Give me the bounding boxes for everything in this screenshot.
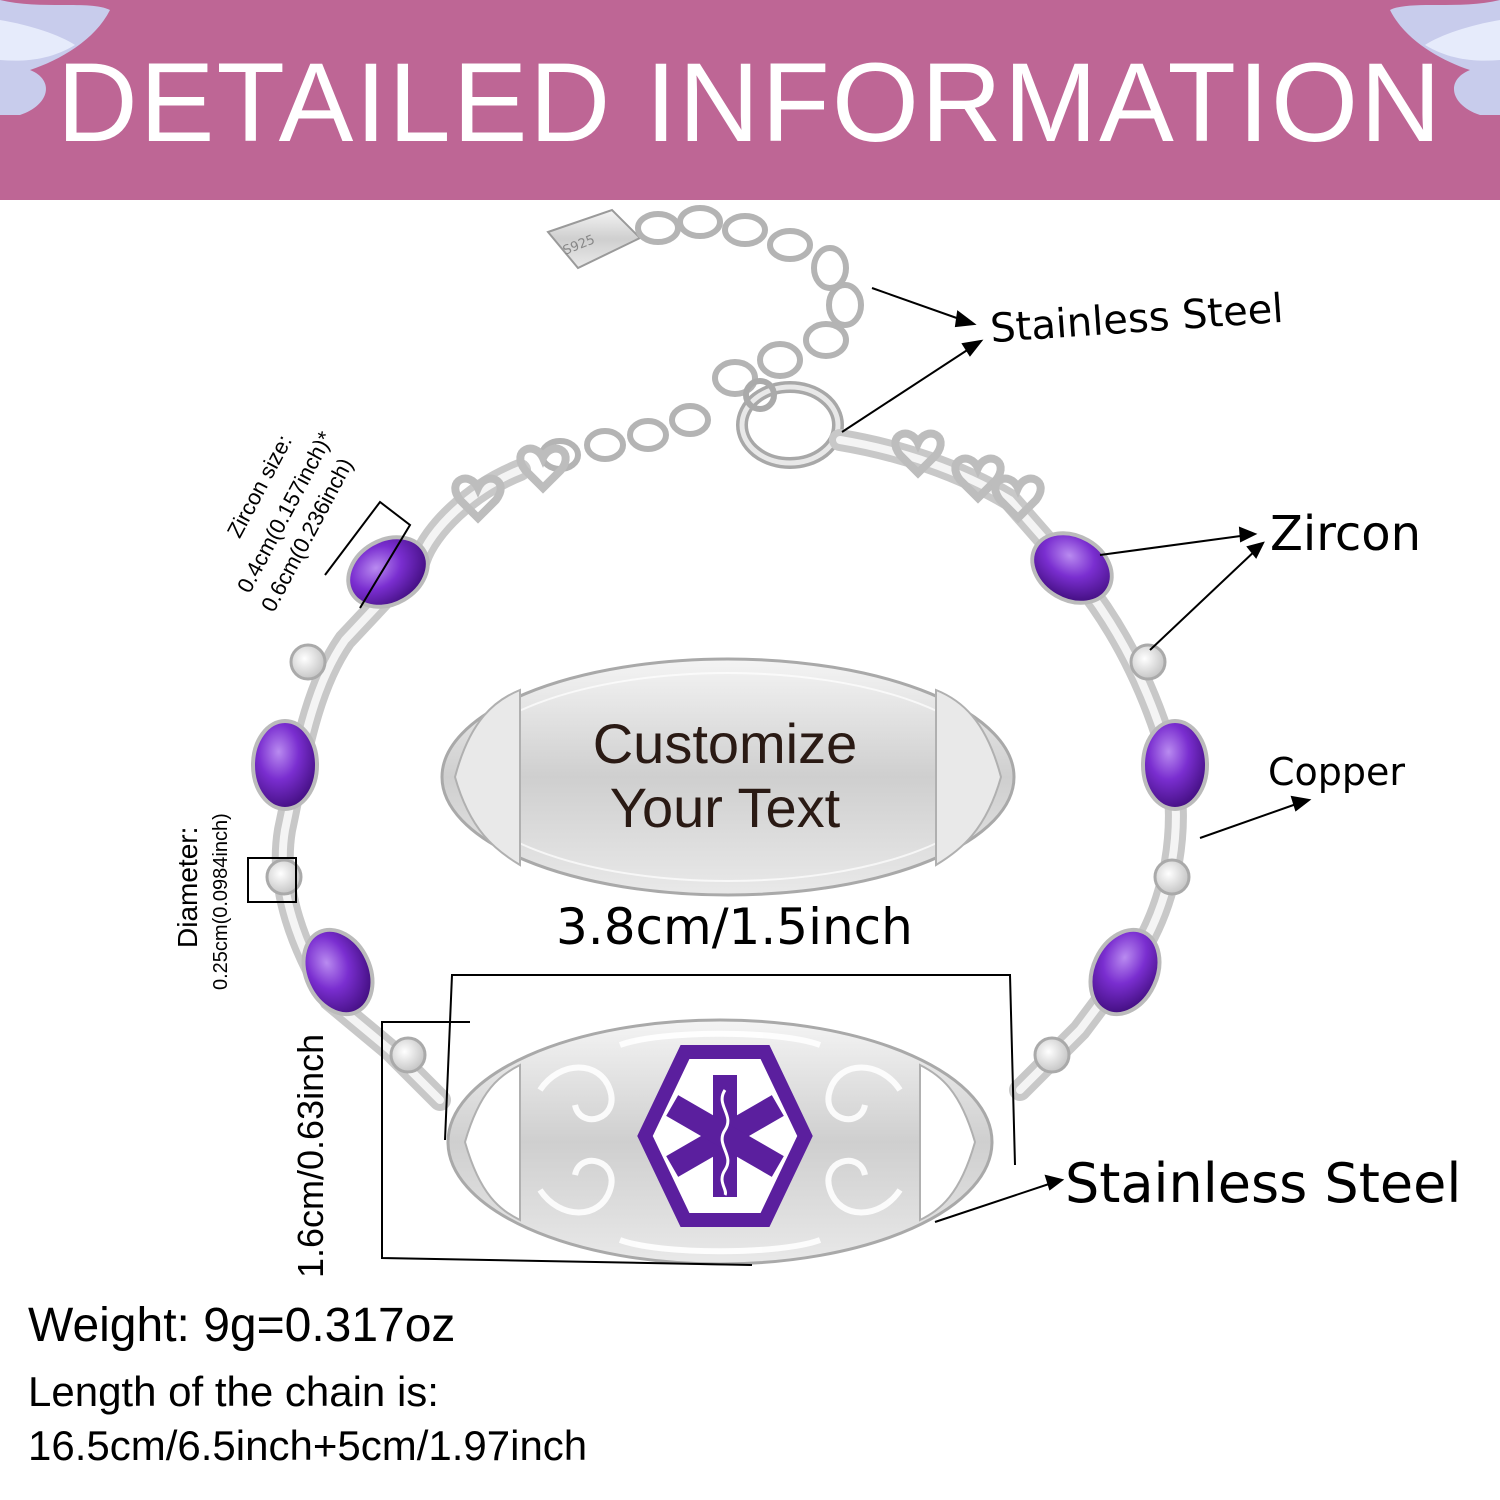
dimension-lines: [247, 500, 1016, 1266]
butterfly-icon: [0, 0, 110, 115]
extension-chain: [539, 205, 864, 472]
header-banner: DETAILED INFORMATION: [0, 0, 1500, 200]
amethyst-stones: [251, 531, 1209, 1017]
callout-arrows: [841, 287, 1312, 1223]
lobster-clasp: [736, 378, 844, 469]
label-zircon: Zircon: [1270, 506, 1422, 562]
heart-links: [451, 429, 1045, 524]
chain-length-value: 16.5cm/6.5inch+5cm/1.97inch: [28, 1422, 588, 1469]
chain-length-label: Length of the chain is:: [28, 1368, 439, 1415]
weight-spec: Weight: 9g=0.317oz: [28, 1299, 456, 1352]
engraving-line-1: Customize: [592, 712, 858, 775]
diameter-title: Diameter:: [172, 826, 203, 948]
tag-height-label: 1.6cm/0.63inch: [290, 1033, 331, 1278]
clear-zircons: [265, 643, 1191, 1074]
medical-id-tag: [446, 1018, 994, 1266]
label-copper: Copper: [1268, 750, 1406, 794]
s925-tag: S925: [546, 208, 642, 270]
page-title: DETAILED INFORMATION: [56, 40, 1444, 165]
diameter-value: 0.25cm(0.0984inch): [210, 813, 232, 990]
butterfly-icon: [1390, 0, 1500, 115]
engraving-text: Customize Your Text: [520, 712, 930, 840]
label-tag-material: Stainless Steel: [1065, 1152, 1462, 1215]
engraving-tag: [440, 657, 1016, 897]
star-of-life-icon: [666, 1075, 784, 1197]
tag-width-label: 3.8cm/1.5inch: [556, 898, 913, 956]
engraving-line-2: Your Text: [609, 776, 841, 839]
